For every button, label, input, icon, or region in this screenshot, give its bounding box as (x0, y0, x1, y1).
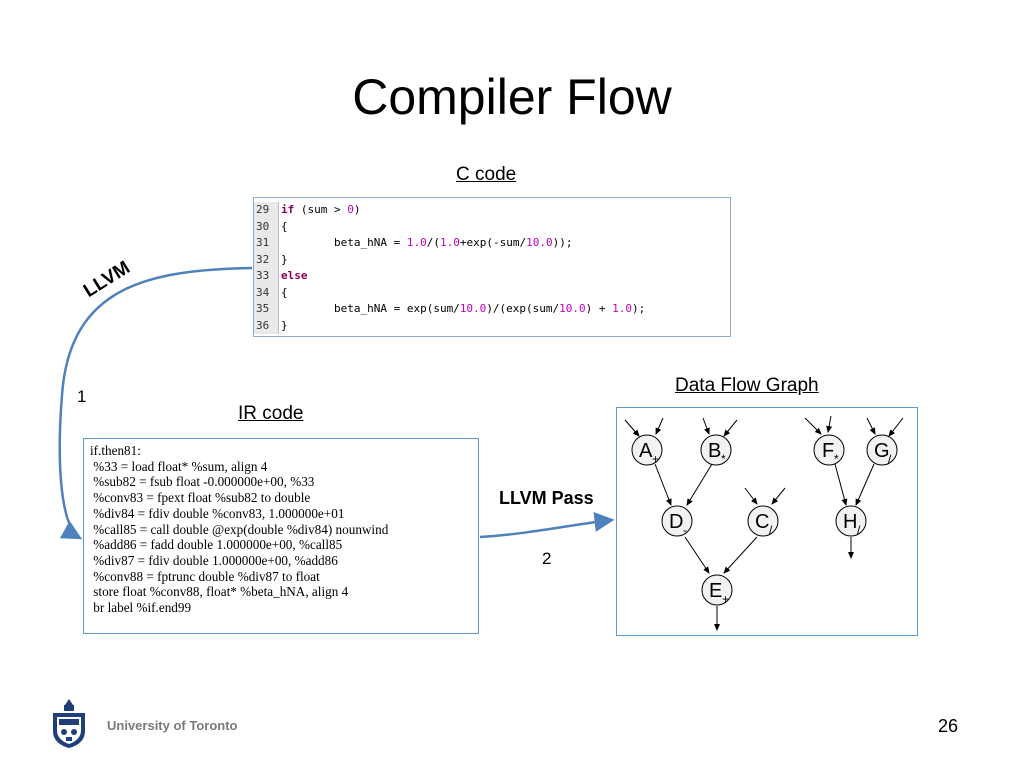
edge-a-d (654, 463, 672, 506)
node-op: - (683, 523, 687, 537)
line-number: 34 (254, 284, 279, 301)
node-name: E (709, 580, 722, 602)
code-text: if (sum > 0) (281, 203, 361, 216)
code-text: } (281, 318, 288, 332)
dfg-node-a: A + (631, 434, 663, 466)
dfg-node-c: C / (747, 505, 779, 537)
dfg-node-g: G / (866, 434, 898, 466)
edge-in-c1 (744, 487, 758, 505)
node-op: / (888, 452, 892, 466)
node-name: A (639, 440, 653, 462)
ir-line: %div84 = fdiv double %conv83, 1.000000e+… (90, 505, 345, 521)
edge-in-a2 (655, 417, 664, 435)
ir-code-box: if.then81: %33 = load float* %sum, align… (83, 438, 479, 634)
ir-line: %add86 = fadd double 1.000000e+00, %call… (90, 537, 343, 553)
edge-in-g1 (866, 417, 876, 435)
node-op: + (722, 592, 729, 606)
code-text: { (281, 219, 288, 233)
edge-in-f2 (826, 415, 833, 433)
node-name: C (755, 511, 769, 533)
node-name: H (843, 511, 857, 533)
c-code-line: 30{ (254, 218, 730, 235)
ir-line: %conv83 = fpext float %sub82 to double (90, 490, 311, 506)
line-number: 32 (254, 251, 279, 268)
edge-in-g2 (888, 417, 904, 437)
ir-line: br label %if.end99 (90, 600, 192, 616)
ir-line: store float %conv88, float* %beta_hNA, a… (90, 584, 349, 600)
node-name: G (874, 440, 890, 462)
node-op: * (721, 452, 726, 466)
university-crest-logo (53, 699, 85, 748)
slide-title: Compiler Flow (352, 69, 672, 125)
c-code-line: 36} (254, 317, 730, 334)
dfg-node-h: H / (835, 505, 867, 537)
node-op: * (834, 452, 839, 466)
dfg-box: A + B * F * G / D - (616, 407, 918, 636)
node-name: F (822, 440, 834, 462)
edge-in-f1 (804, 417, 822, 435)
ir-code-label: IR code (238, 403, 304, 424)
ir-line: %33 = load float* %sum, align 4 (90, 458, 268, 474)
line-number: 33 (254, 268, 279, 285)
c-code-line: 34{ (254, 284, 730, 301)
c-code-line: 31 beta_hNA = 1.0/(1.0+exp(-sum/10.0)); (254, 235, 730, 252)
node-name: B (708, 440, 721, 462)
dfg-node-f: F * (813, 434, 845, 466)
code-text: beta_hNA = exp(sum/10.0)/(exp(sum/10.0) … (281, 302, 646, 315)
c-code-line: 35 beta_hNA = exp(sum/10.0)/(exp(sum/10.… (254, 301, 730, 318)
edge-f-h (834, 463, 848, 506)
ir-line: %conv88 = fptrunc double %div87 to float (90, 568, 320, 584)
node-op: + (652, 452, 659, 466)
node-op: / (857, 523, 861, 537)
ir-line: %div87 = fdiv double 1.000000e+00, %add8… (90, 552, 338, 568)
dfg-label: Data Flow Graph (675, 375, 819, 396)
ir-line: %call85 = call double @exp(double %div84… (90, 521, 389, 537)
step-1-label: 1 (77, 387, 87, 406)
dfg-node-e: E + (701, 574, 733, 606)
edge-g-h (855, 463, 875, 506)
c-code-line: 32} (254, 251, 730, 268)
line-number: 30 (254, 218, 279, 235)
page-number: 26 (938, 716, 959, 736)
line-number: 35 (254, 301, 279, 318)
code-text: } (281, 252, 288, 266)
c-code-label: C code (456, 164, 517, 185)
line-number: 36 (254, 317, 279, 334)
edge-d-e (684, 536, 710, 574)
edge-b-d (686, 463, 713, 506)
dfg-node-b: B * (700, 434, 732, 466)
llvm-pass-label: LLVM Pass (499, 488, 594, 508)
step-2-label: 2 (542, 549, 552, 568)
edge-in-b1 (702, 417, 710, 435)
dfg-graph: A + B * F * G / D - (624, 415, 904, 631)
edge-in-c2 (771, 487, 786, 505)
footer-university: University of Toronto (107, 718, 238, 733)
edge-c-e (723, 536, 758, 574)
node-name: D (669, 511, 683, 533)
code-text: beta_hNA = 1.0/(1.0+exp(-sum/10.0)); (281, 236, 573, 249)
llvm-pass-arrow (479, 511, 615, 539)
line-number: 29 (254, 202, 279, 219)
edge-in-b2 (723, 419, 738, 437)
ir-line: %sub82 = fsub float -0.000000e+00, %33 (90, 474, 315, 490)
ir-line: if.then81: (90, 443, 141, 458)
node-op: / (769, 523, 773, 537)
code-text: else (281, 269, 308, 282)
edge-in-a1 (624, 419, 640, 437)
code-text: { (281, 285, 288, 299)
dfg-node-d: D - (661, 505, 693, 537)
llvm-arrow (58, 266, 253, 540)
line-number: 31 (254, 235, 279, 252)
